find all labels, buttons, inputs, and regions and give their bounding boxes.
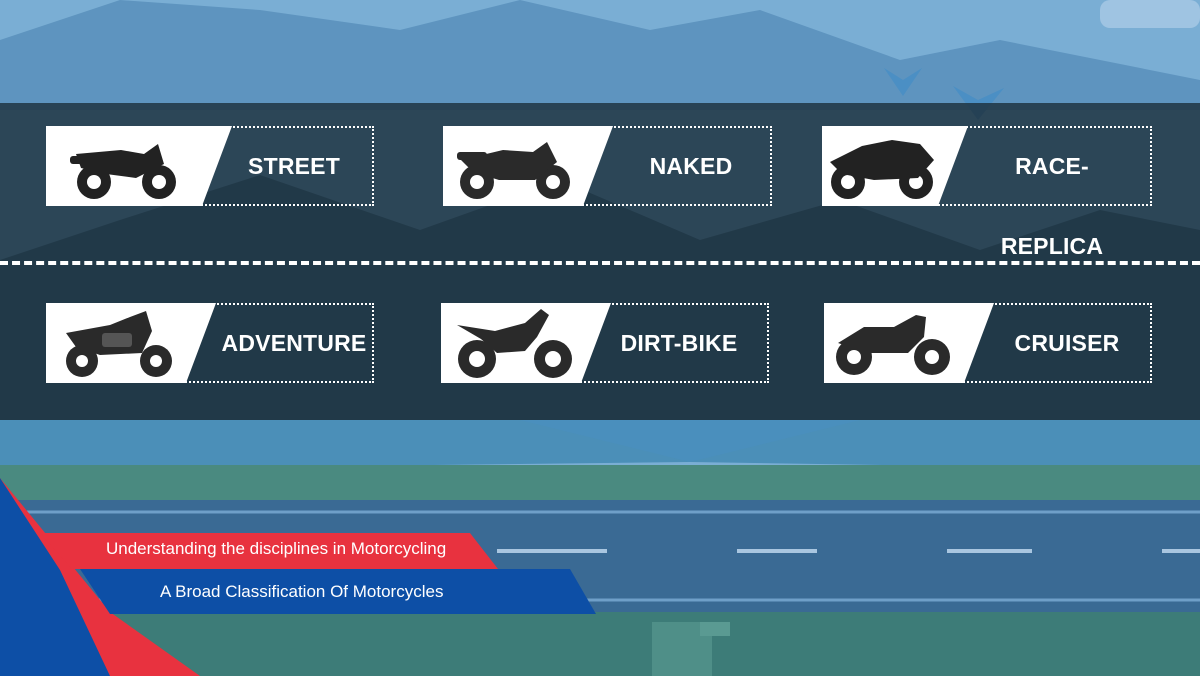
cruiser-motorcycle-icon <box>824 303 994 383</box>
dirt-bike-motorcycle-icon <box>441 303 611 383</box>
banner-title: Understanding the disciplines in Motorcy… <box>106 539 447 558</box>
category-card-cruiser[interactable]: CRUISER <box>824 303 1152 383</box>
category-label: RACE- REPLICA <box>1000 153 1104 259</box>
naked-motorcycle-icon <box>443 126 613 206</box>
lake <box>0 420 1200 470</box>
category-card-naked[interactable]: NAKED <box>443 126 772 206</box>
category-label: DIRT-BIKE <box>620 330 738 356</box>
category-card-street[interactable]: STREET <box>46 126 374 206</box>
category-label: STREET <box>248 153 340 179</box>
adventure-motorcycle-icon <box>46 303 216 383</box>
category-card-adventure[interactable]: ADVENTURE <box>46 303 374 383</box>
race-replica-motorcycle-icon <box>822 126 968 206</box>
category-label: ADVENTURE <box>221 330 367 356</box>
category-card-dirt-bike[interactable]: DIRT-BIKE <box>441 303 769 383</box>
street-motorcycle-icon <box>46 126 232 206</box>
grass <box>0 612 1200 676</box>
category-label: CRUISER <box>1014 330 1120 356</box>
banner-subtitle: A Broad Classification Of Motorcycles <box>160 582 444 601</box>
category-card-race-replica[interactable]: RACE- REPLICA <box>822 126 1152 259</box>
dashed-divider <box>0 261 1200 265</box>
category-label: NAKED <box>649 153 733 179</box>
